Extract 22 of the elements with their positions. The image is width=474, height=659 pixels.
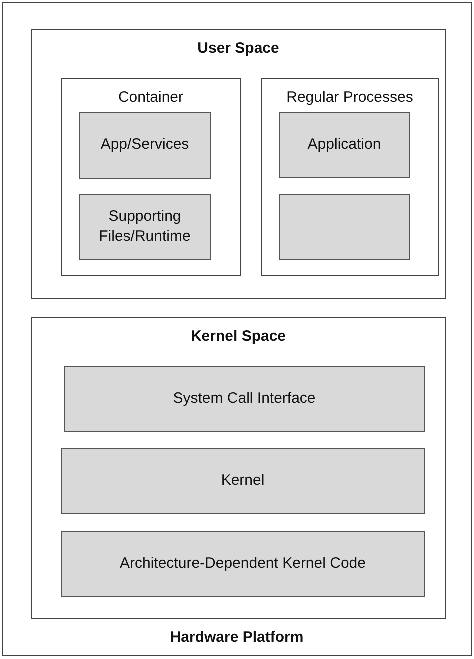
layer-frame xyxy=(31,29,446,299)
layer-label: Supporting Files/Runtime xyxy=(99,208,191,245)
group-box xyxy=(61,78,241,276)
component-box xyxy=(79,112,211,179)
layer-label: Application xyxy=(308,136,382,153)
layer-label: User Space xyxy=(198,40,280,57)
component-box xyxy=(61,531,425,597)
layer-label: Hardware Platform xyxy=(170,628,304,646)
layer-label: System Call Interface xyxy=(173,390,316,407)
layer-label: Kernel xyxy=(221,472,265,489)
group-box xyxy=(261,78,439,276)
layer-label: Kernel Space xyxy=(190,328,286,345)
layer-label: Regular Processes xyxy=(286,89,414,106)
layer-frame xyxy=(31,317,446,619)
layer-label: Container xyxy=(118,89,184,106)
component-box xyxy=(79,194,211,260)
component-box xyxy=(279,112,410,178)
layer-label: App/Services xyxy=(100,136,190,154)
component-box xyxy=(64,366,425,432)
layer-label: Architecture-Dependent Kernel Code xyxy=(120,554,366,572)
component-box xyxy=(279,194,410,260)
component-box xyxy=(61,448,425,514)
